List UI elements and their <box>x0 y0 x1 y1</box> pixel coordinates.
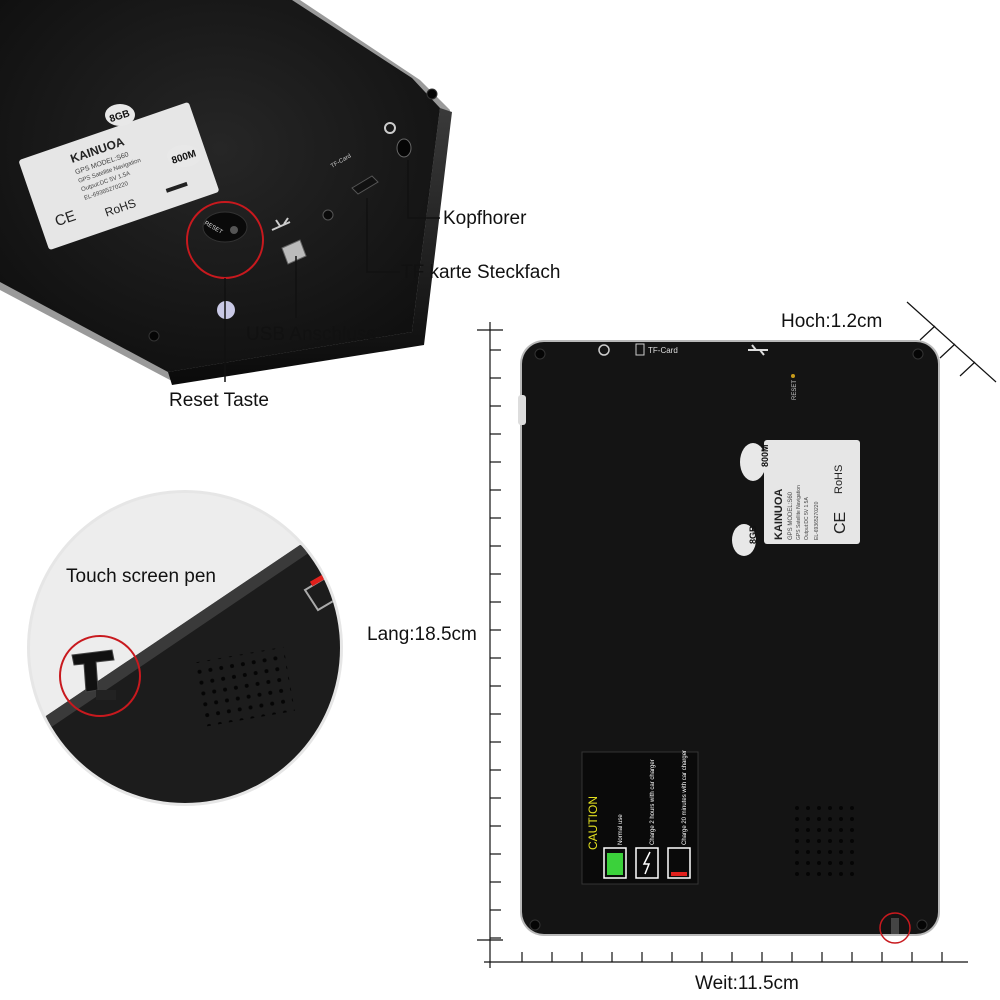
width-dimension: Weit:11.5cm <box>695 973 799 994</box>
badge-800m: 800M <box>760 444 770 467</box>
device-back-view: TF-Card RESET KAINUOA GPS MODEL:S60 GPS … <box>518 340 940 944</box>
reset-callout: Reset Taste <box>169 390 269 411</box>
reset-hole[interactable]: RESET <box>202 211 248 243</box>
caution-charge-car: Charge 2 hours with car charger <box>650 759 656 845</box>
svg-text:RoHS: RoHS <box>833 465 845 494</box>
caution-normal: Normal use <box>618 814 624 845</box>
usb-icon <box>271 217 291 231</box>
svg-text:CE: CE <box>832 512 849 534</box>
reset-hole[interactable] <box>791 374 795 378</box>
caution-panel: CAUTION Normal use Charge 2 hours with c… <box>581 750 699 885</box>
tf-card-label: TF-Card <box>648 346 678 355</box>
mic-hole <box>322 209 334 221</box>
svg-text:KAINUOA: KAINUOA <box>773 489 785 540</box>
caution-charge-min: Charge 20 minutes with car charger <box>682 750 688 845</box>
height-dimension: Hoch:1.2cm <box>781 311 883 332</box>
headphone-callout: Kopfhorer <box>443 208 527 229</box>
battery-full-icon <box>607 853 623 875</box>
headphone-icon <box>384 122 396 134</box>
back-label-sticker: KAINUOA GPS MODEL:S60 GPS Satellite Navi… <box>764 440 860 544</box>
vertical-ruler <box>477 322 503 968</box>
headphone-icon <box>598 344 610 356</box>
pen-slot-ring <box>879 912 911 944</box>
battery-low-icon <box>671 872 687 876</box>
stylus-tip <box>217 301 235 319</box>
device-label-sticker: KAINUOA GPS MODEL:S60 GPS Satellite Navi… <box>19 102 219 250</box>
ce-mark: CE <box>53 207 78 230</box>
svg-text:Output:DC 5V 1.5A: Output:DC 5V 1.5A <box>804 497 810 540</box>
svg-text:GPS MODEL:S60: GPS MODEL:S60 <box>788 491 794 540</box>
device-angled-view: KAINUOA GPS MODEL:S60 GPS Satellite Navi… <box>0 0 452 385</box>
length-dimension: Lang:18.5cm <box>367 624 477 645</box>
badge-8gb: 8GB <box>748 525 758 544</box>
horizontal-ruler <box>484 952 968 963</box>
tf-card-icon <box>635 343 645 356</box>
speaker-grille <box>795 800 855 882</box>
battery-charging-icon <box>635 847 659 879</box>
depth-ruler <box>906 301 997 383</box>
pen-callout: Touch screen pen <box>66 566 216 587</box>
usb-icon <box>748 344 768 356</box>
usb-callout: USB Anschluss <box>246 324 376 345</box>
usb-port[interactable] <box>281 239 307 265</box>
headphone-jack[interactable] <box>396 138 412 158</box>
reset-label: RESET <box>792 380 798 400</box>
tf-slot-callout: TF karte Steckfach <box>401 262 561 283</box>
pen-closeup <box>27 490 343 806</box>
svg-text:EL-69365270220: EL-69365270220 <box>814 501 820 540</box>
pen-callout-ring <box>59 635 141 717</box>
caution-title: CAUTION <box>586 796 600 850</box>
svg-text:GPS Satellite Navigation: GPS Satellite Navigation <box>796 485 802 540</box>
